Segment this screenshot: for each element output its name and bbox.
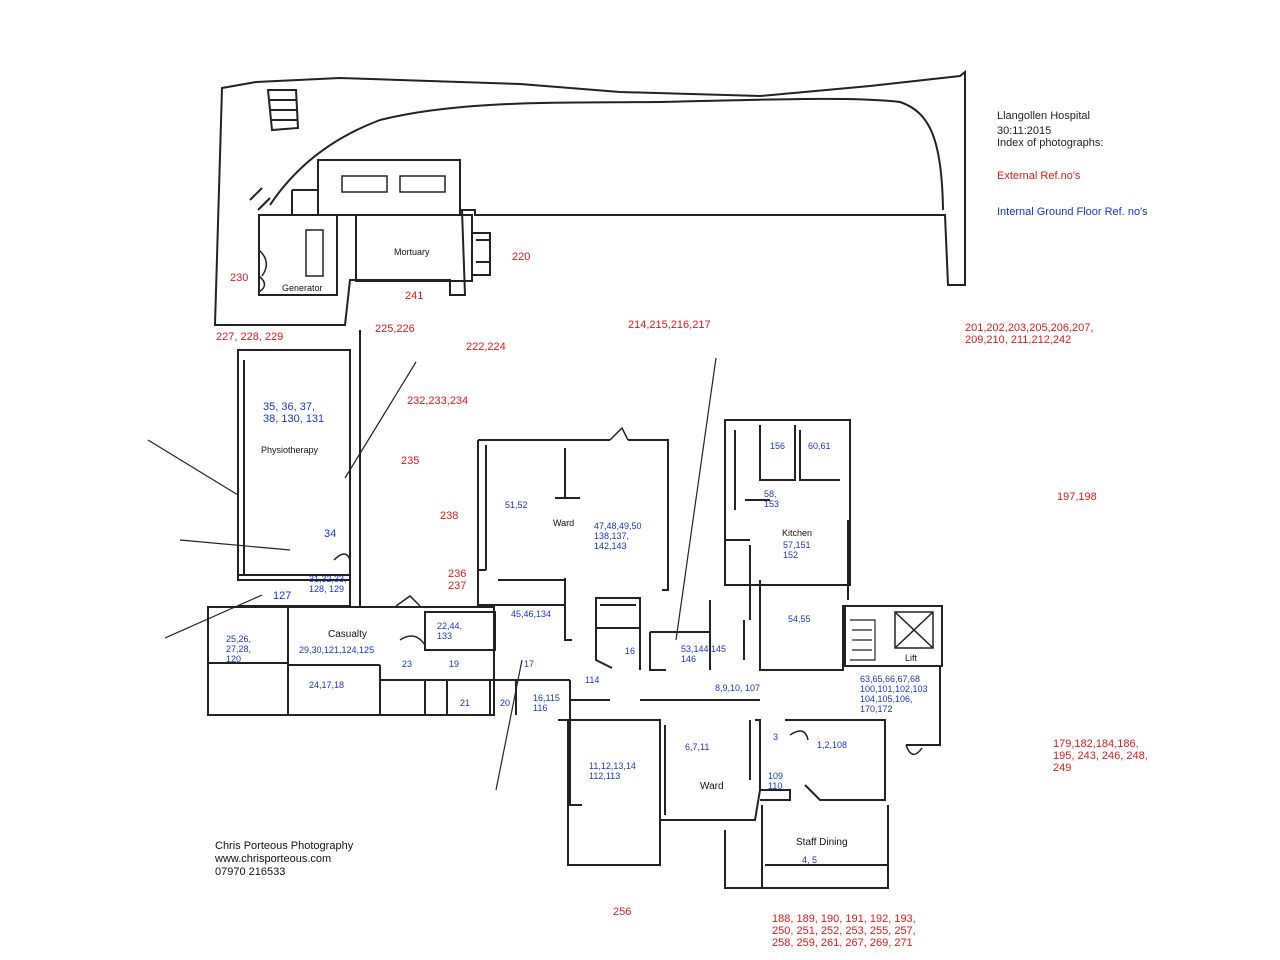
site-name: Llangollen Hospital	[997, 110, 1090, 122]
int-ref-8: 8,9,10, 107	[715, 683, 761, 693]
legend-internal: Internal Ground Floor Ref. no's	[997, 206, 1148, 218]
int-ref-16: 16	[625, 646, 636, 656]
title-block: Llangollen Hospital 30:11:2015 Index of …	[997, 107, 1148, 221]
int-ref-34: 34	[324, 528, 337, 540]
room-lift: Lift	[905, 653, 918, 663]
int-ref-63: 63,65,66,67,68 100,101,102,103 104,105,1…	[860, 674, 928, 714]
int-ref-53: 53,144,145 146	[681, 644, 727, 664]
room-casualty: Casualty	[328, 629, 367, 640]
room-ward-south: Ward	[700, 781, 724, 792]
view-arrow-1	[147, 439, 239, 496]
int-ref-51: 51,52	[505, 500, 528, 510]
int-ref-23: 23	[402, 659, 413, 669]
int-ref-6: 6,7,11	[685, 742, 710, 752]
legend-external: External Ref.no's	[997, 170, 1081, 182]
ext-ref-238: 238	[440, 510, 459, 522]
int-ref-127: 127	[273, 590, 292, 602]
credit-website: www.chrisporteous.com	[215, 853, 332, 865]
int-ref-11: 11,12,13,14 112,113	[589, 761, 636, 781]
int-ref-24: 24,17,18	[309, 680, 345, 690]
ext-ref-197: 197,198	[1057, 491, 1097, 503]
int-ref-22: 22,44, 133	[437, 621, 463, 641]
int-ref-21: 21	[460, 698, 471, 708]
int-ref-114: 114	[585, 675, 600, 685]
int-ref-3: 3	[773, 732, 779, 742]
view-arrow-3	[164, 594, 263, 639]
view-arrow-2	[179, 539, 291, 551]
int-ref-57: 57,151 152	[783, 540, 811, 560]
int-ref-16-115: 16,115 116	[533, 693, 560, 713]
int-ref-54: 54,55	[788, 614, 811, 624]
ext-ref-214: 214,215,216,217	[628, 319, 711, 331]
ext-ref-230: 230	[230, 272, 249, 284]
int-ref-4: 4, 5	[802, 855, 818, 865]
int-ref-45: 45,46,134	[511, 609, 552, 619]
ext-ref-188: 188, 189, 190, 191, 192, 193, 250, 251, …	[772, 913, 916, 949]
room-staff-dining: Staff Dining	[796, 837, 848, 848]
int-ref-58: 58, 153	[764, 489, 780, 509]
view-arrow-6	[495, 659, 523, 791]
physio-outline	[237, 349, 351, 581]
credit-name: Chris Porteous Photography	[215, 840, 354, 852]
ext-ref-236: 236 237	[448, 568, 467, 592]
site-boundary	[213, 69, 966, 326]
photographer-credit: Chris Porteous Photography www.chrisport…	[215, 840, 353, 879]
ext-ref-256: 256	[613, 906, 632, 918]
ext-ref-220: 220	[512, 251, 531, 263]
int-ref-1: 1,2,108	[817, 740, 848, 750]
ext-ref-225: 225,226	[375, 323, 415, 335]
view-arrow-5	[675, 357, 717, 641]
ext-ref-227: 227, 228, 229	[216, 331, 284, 343]
view-arrow-4	[344, 361, 417, 479]
int-ref-physio: 35, 36, 37, 38, 130, 131	[263, 401, 325, 425]
room-mortuary: Mortuary	[394, 247, 430, 257]
int-ref-31: 31,32,33, 128, 129	[309, 574, 347, 594]
survey-date: 30:11:2015	[997, 125, 1052, 137]
ext-ref-232: 232,233,234	[407, 395, 469, 407]
ext-ref-241: 241	[405, 290, 424, 302]
ext-ref-201: 201,202,203,205,206,207, 209,210, 211,21…	[965, 322, 1094, 346]
ext-ref-235: 235	[401, 455, 420, 467]
ext-ref-222: 222,224	[466, 341, 506, 353]
room-kitchen: Kitchen	[782, 528, 813, 538]
access-road	[269, 97, 944, 211]
ext-ref-179: 179,182,184,186, 195, 243, 246, 248, 249	[1053, 738, 1148, 774]
int-ref-20: 20	[500, 698, 511, 708]
room-physiotherapy: Physiotherapy	[261, 445, 319, 455]
index-subtitle: Index of photographs:	[997, 137, 1104, 149]
steps	[266, 89, 300, 132]
int-ref-25: 25,26, 27,28, 120	[226, 634, 252, 664]
int-ref-109: 109 110	[768, 771, 784, 791]
credit-phone: 07970 216533	[215, 866, 286, 878]
int-ref-29: 29,30,121,124,125	[299, 645, 375, 655]
room-generator: Generator	[282, 283, 323, 293]
int-ref-156: 156	[770, 441, 786, 451]
int-ref-19: 19	[449, 659, 460, 669]
room-ward-north: Ward	[553, 518, 575, 528]
int-ref-60: 60,61	[808, 441, 831, 451]
int-ref-47: 47,48,49,50 138,137, 142,143	[594, 521, 642, 551]
int-ref-17: 17	[524, 659, 535, 669]
